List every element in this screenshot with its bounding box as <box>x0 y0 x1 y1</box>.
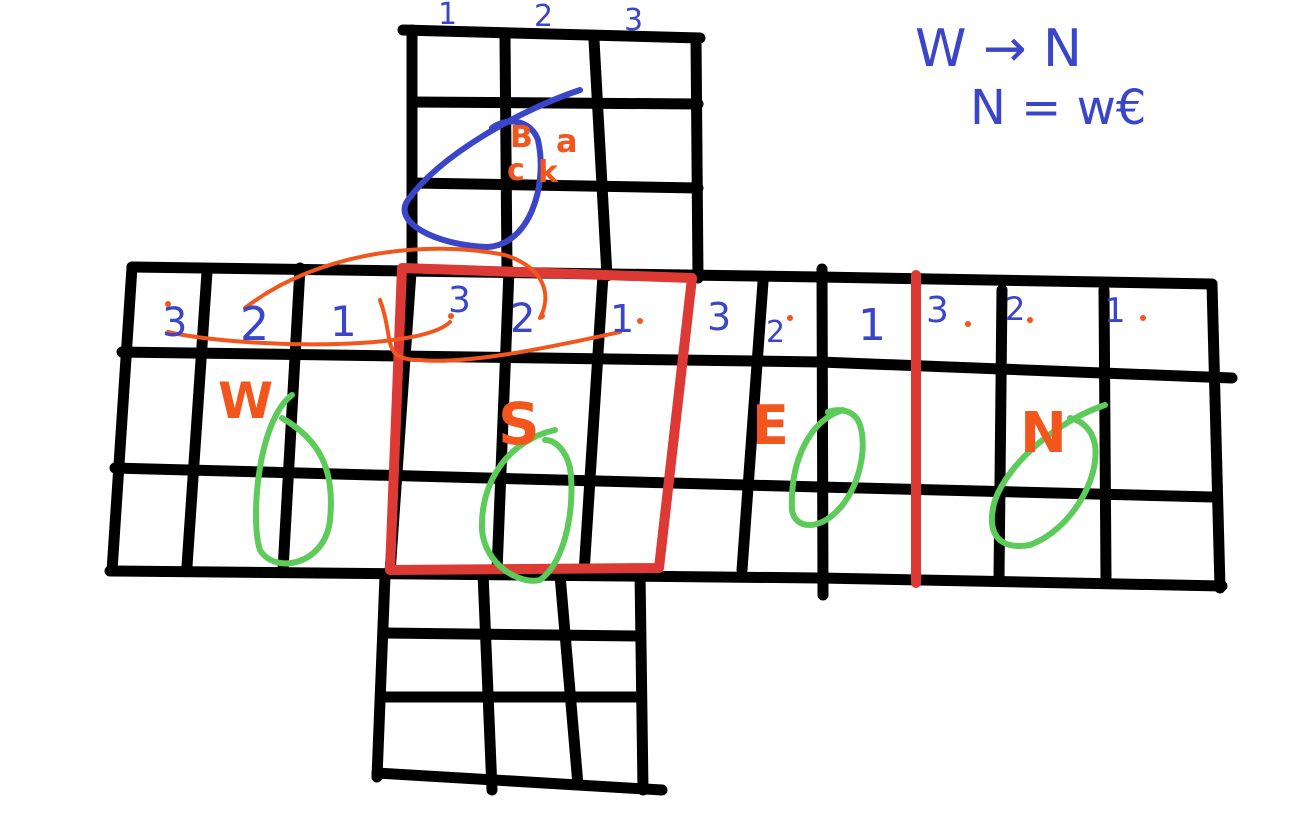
top-face-mark-c: c <box>507 153 525 188</box>
top-face-blue-loop <box>401 87 583 251</box>
green-circle-west <box>253 392 334 567</box>
top-column-number: 3 <box>624 3 643 38</box>
face-label-north: N <box>1020 401 1067 466</box>
green-circle-east <box>788 407 866 528</box>
top-face-mark-b: B <box>510 120 533 155</box>
note-line-1: W → N <box>915 19 1082 79</box>
orange-arc-lower <box>166 320 452 347</box>
note-line-2: N = w€ <box>970 80 1146 136</box>
south-face-highlight <box>385 263 697 575</box>
bottom-face-grid <box>371 566 668 796</box>
face-label-south: S <box>498 390 540 458</box>
edge-number-east: 1 <box>858 300 886 351</box>
top-face-mark-k: k <box>538 155 559 190</box>
edge-number-north: 1 <box>1104 291 1126 331</box>
top-face-mark-a: a <box>556 122 578 160</box>
edge-number-north: 2 <box>1005 290 1025 328</box>
edge-number-west: 3 <box>162 300 187 346</box>
top-face-grid <box>397 24 706 284</box>
orange-dots <box>165 301 1146 327</box>
edge-number-east: 2 <box>766 315 785 350</box>
orange-arc-bottom <box>378 298 622 363</box>
middle-strip-grid <box>104 261 1238 601</box>
green-circle-north <box>988 402 1108 549</box>
top-column-number: 2 <box>534 0 553 34</box>
edge-number-south: 3 <box>448 280 471 321</box>
edge-number-south: 1 <box>610 297 634 341</box>
face-label-west: W <box>218 372 273 430</box>
edge-number-west: 2 <box>240 297 269 351</box>
orange-mapping-strokes <box>166 246 622 363</box>
edge-number-west: 1 <box>330 297 357 346</box>
edge-number-south: 2 <box>510 296 535 342</box>
edge-number-north: 3 <box>926 290 949 331</box>
green-circles <box>253 392 1108 584</box>
orange-arc-upper <box>243 246 548 320</box>
green-circle-south <box>478 427 575 584</box>
face-label-east: E <box>752 394 789 457</box>
top-column-number: 1 <box>438 0 457 32</box>
edge-number-east: 3 <box>707 295 731 339</box>
